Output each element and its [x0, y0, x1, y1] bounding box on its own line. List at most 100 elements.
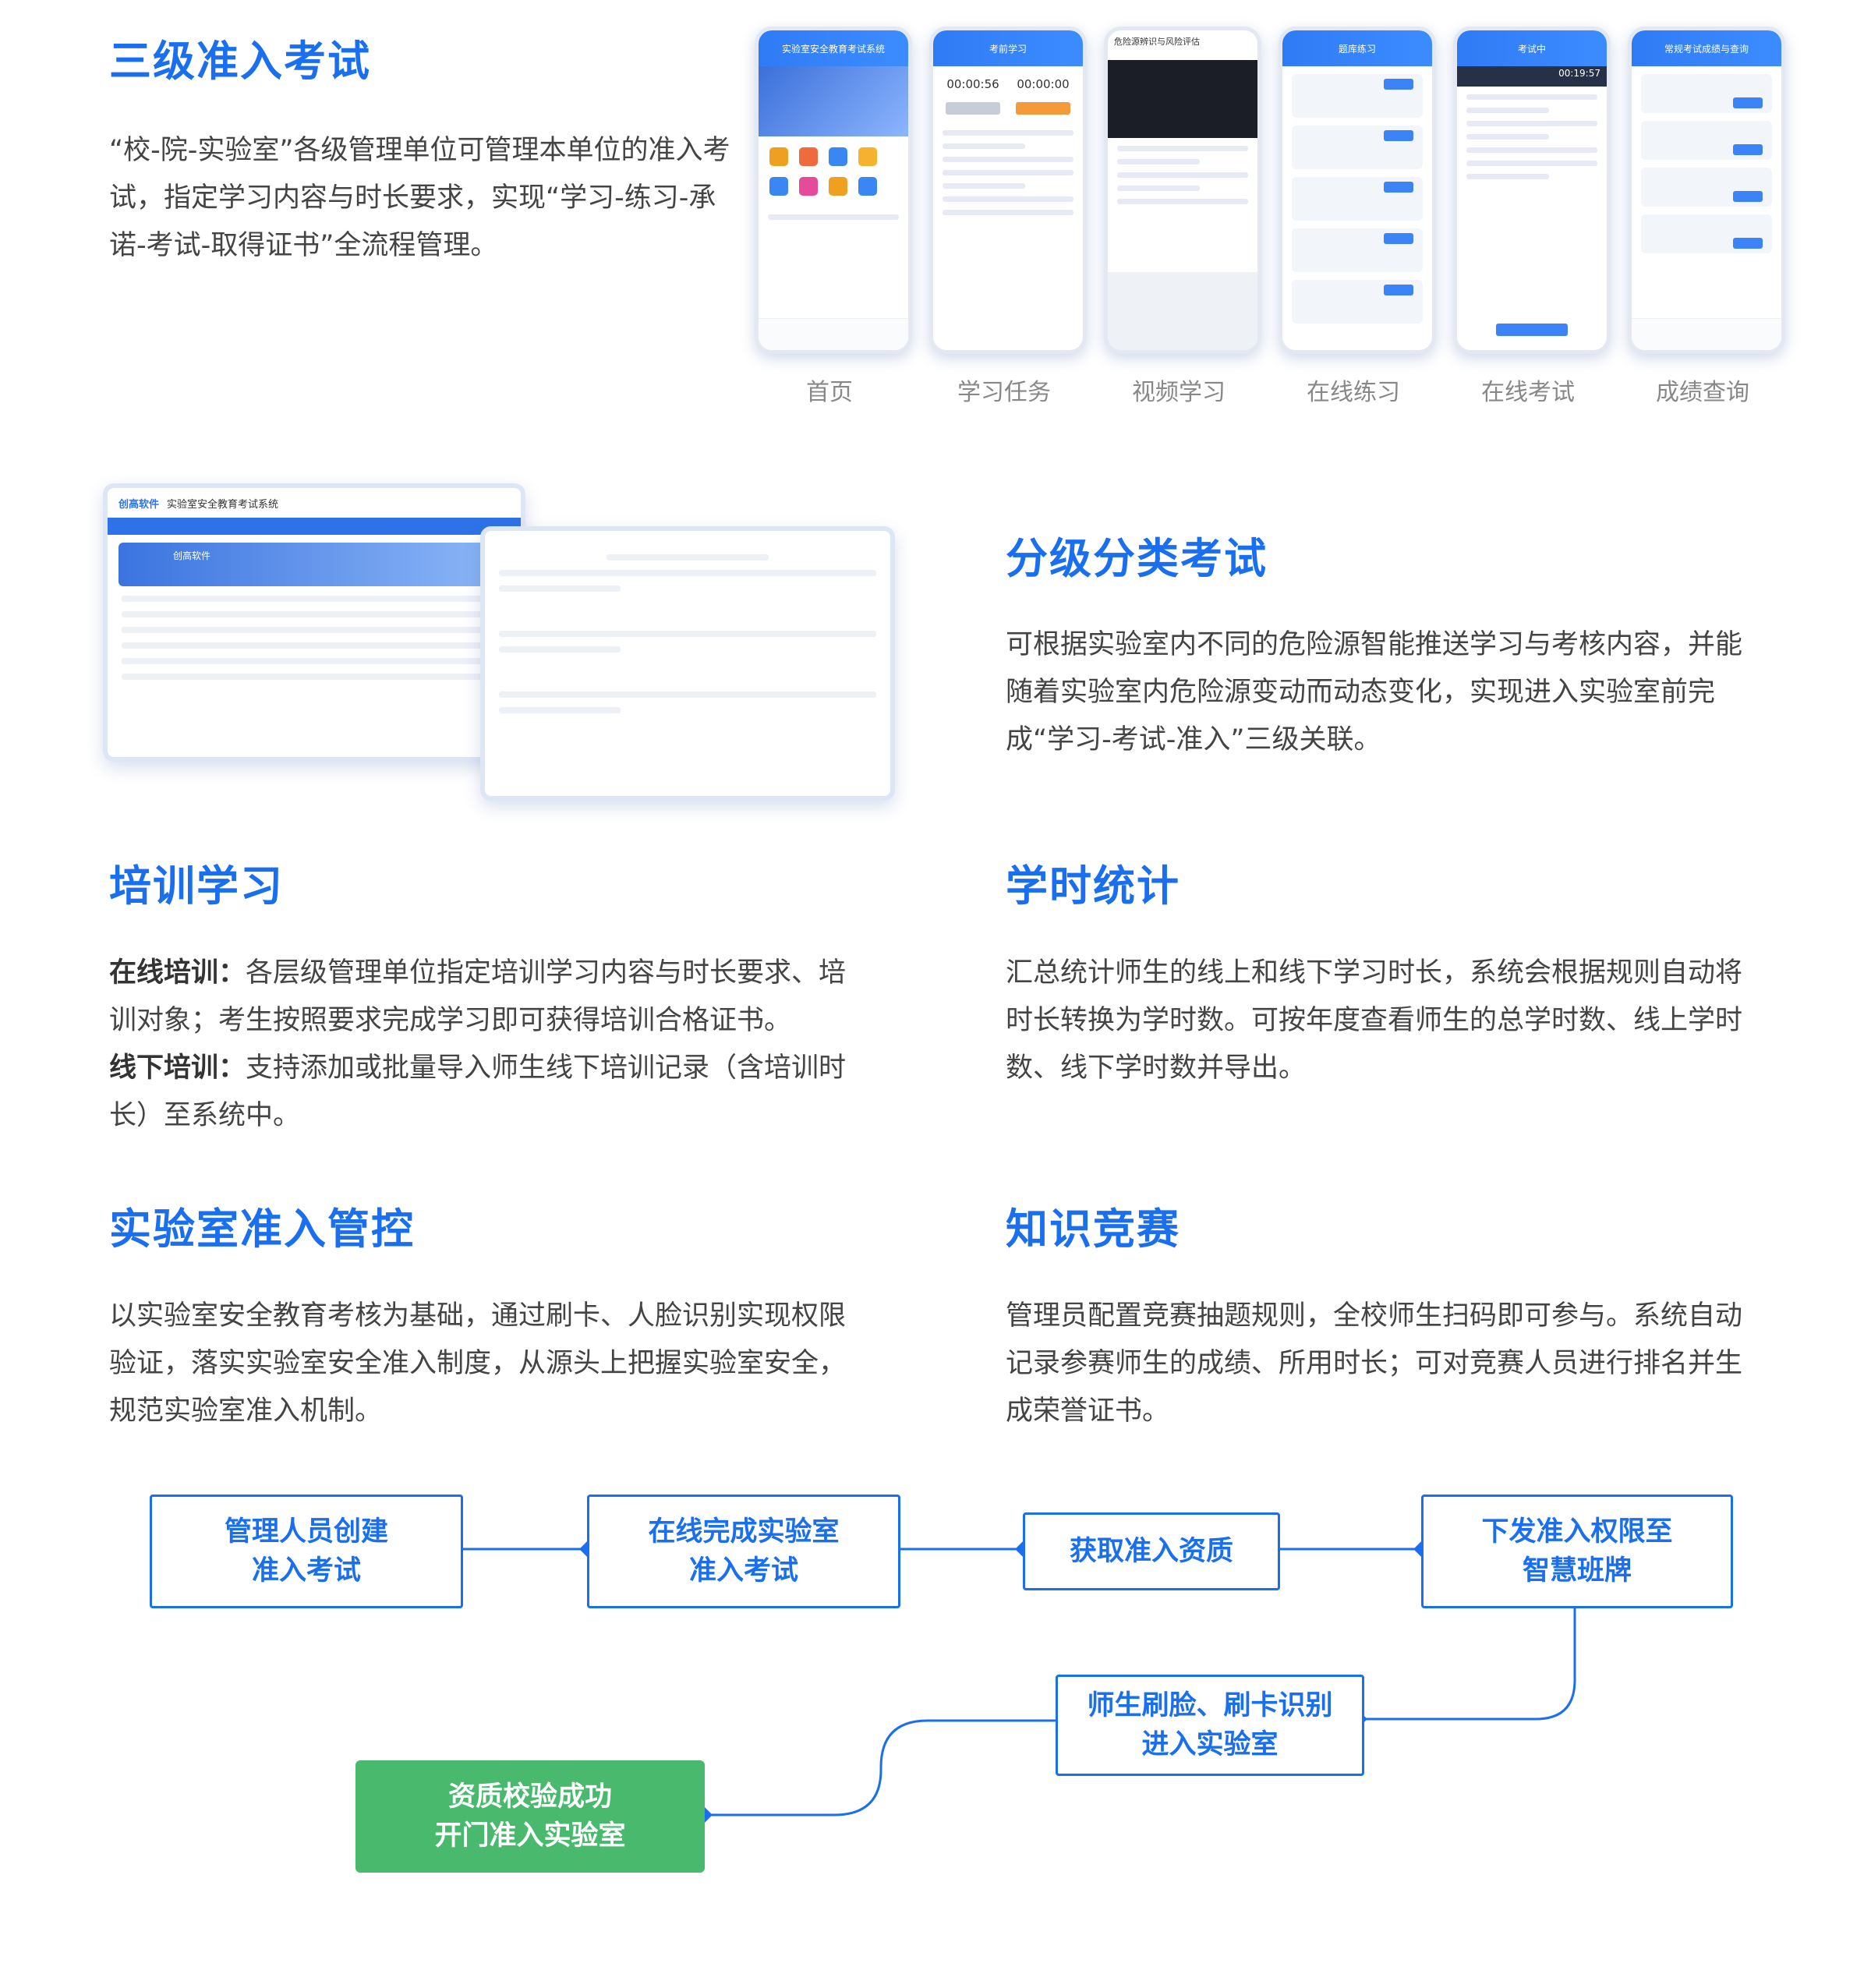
flow-step-door-open: 资质校验成功开门准入实验室 — [355, 1760, 705, 1873]
flow-step-text: 智慧班牌 — [1522, 1555, 1632, 1587]
flow-step-create-exam: 管理人员创建准入考试 — [150, 1495, 463, 1608]
placeholder-line — [768, 214, 899, 220]
placeholder-line — [122, 674, 507, 680]
score-card — [1641, 214, 1772, 253]
placeholder-line — [943, 210, 1073, 215]
flow-step-issue-permission: 下发准入权限至智慧班牌 — [1421, 1495, 1733, 1608]
section-title-contest: 知识竞赛 — [1006, 1204, 1180, 1254]
grid-icon — [769, 147, 788, 166]
flow-step-complete-exam: 在线完成实验室准入考试 — [587, 1495, 900, 1608]
timer-a: 00:00:56 — [946, 77, 999, 91]
placeholder-line — [943, 183, 1025, 189]
placeholder-line — [1466, 108, 1549, 113]
placeholder-line — [1466, 121, 1597, 126]
view-button[interactable] — [1733, 238, 1763, 249]
exam-timer: 00:19:57 — [1457, 66, 1607, 87]
phone-caption: 在线考试 — [1481, 379, 1575, 406]
phone-icon-grid — [759, 136, 908, 207]
view-button[interactable] — [1733, 144, 1763, 155]
placeholder-line — [499, 646, 621, 653]
timer-b: 00:00:00 — [1017, 77, 1070, 91]
phone-footer — [1108, 272, 1257, 350]
section-desc-exam: “校-院-实验室”各级管理单位可管理本单位的准入考试，指定学习内容与时长要求，实… — [109, 135, 730, 261]
profile-banner: 创高软件 — [118, 543, 510, 586]
placeholder-line — [1466, 94, 1597, 100]
phone-caption: 学习任务 — [957, 379, 1051, 406]
practice-card — [1292, 280, 1423, 324]
exam-button[interactable] — [1016, 102, 1070, 115]
desktop-window-admin: 创高软件 实验室安全教育考试系统 创高软件 — [103, 483, 525, 762]
flow-step-text: 下发准入权限至 — [1481, 1516, 1673, 1548]
grid-icon — [829, 177, 847, 196]
brand-logo: 创高软件 — [118, 498, 160, 511]
section-title-access: 实验室准入管控 — [109, 1204, 415, 1254]
placeholder-line — [122, 642, 507, 649]
practice-button[interactable] — [1384, 182, 1413, 193]
section-desc-training: 在线培训：各层级管理单位指定培训学习内容与时长要求、培训对象；考生按照要求完成学… — [109, 950, 850, 1140]
section-title-exam: 三级准入考试 — [109, 37, 371, 86]
phone-online-exam: 考试中 00:19:57 — [1453, 27, 1611, 354]
flow-step-text: 进入实验室 — [1141, 1729, 1279, 1760]
phone-header: 考试中 — [1457, 30, 1607, 66]
submit-button[interactable] — [1496, 324, 1568, 336]
phone-header: 常规考试成绩与查询 — [1632, 30, 1781, 66]
phone-score: 常规考试成绩与查询 — [1628, 27, 1785, 354]
placeholder-line — [1117, 159, 1200, 164]
grid-icon — [858, 147, 877, 166]
practice-button[interactable] — [1384, 79, 1413, 90]
practice-button[interactable] — [1384, 130, 1413, 141]
flow-step-text: 师生刷脸、刷卡识别 — [1087, 1690, 1333, 1721]
offline-training-text: 支持添加或批量导入师生线下培训记录（含培训时长）至系统中。 — [109, 1052, 847, 1131]
phone-video: 危险源辨识与风险评估 — [1104, 27, 1261, 354]
practice-card — [1292, 228, 1423, 272]
placeholder-line — [499, 707, 621, 713]
view-button[interactable] — [1733, 191, 1763, 202]
practice-button[interactable] — [1384, 285, 1413, 295]
flow-step-face-card-id: 师生刷脸、刷卡识别进入实验室 — [1056, 1675, 1364, 1776]
placeholder-line — [1466, 174, 1549, 179]
section-desc-hours: 汇总统计师生的线上和线下学习时长，系统会根据规则自动将时长转换为学时数。可按年度… — [1006, 957, 1743, 1084]
online-training-text: 各层级管理单位指定培训学习内容与时长要求、培训对象；考生按照要求完成学习即可获得… — [109, 957, 847, 1036]
study-button[interactable] — [946, 102, 1000, 115]
placeholder-line — [1117, 172, 1248, 178]
flow-step-text: 获取准入资质 — [1069, 1536, 1233, 1567]
placeholder-line — [122, 596, 507, 602]
placeholder-line — [943, 196, 1073, 202]
placeholder-line — [1466, 147, 1597, 153]
phone-study-task: 考前学习 00:00:56 00:00:00 — [929, 27, 1087, 354]
phone-home: 实验室安全教育考试系统 — [755, 27, 912, 354]
placeholder-line — [1117, 199, 1248, 204]
section-desc-contest: 管理员配置竞赛抽题规则，全校师生扫码即可参与。系统自动记录参赛师生的成绩、所用时… — [1006, 1300, 1743, 1427]
phone-tabbar — [1632, 318, 1781, 350]
flow-step-text: 在线完成实验室 — [648, 1516, 840, 1548]
section-title-training: 培训学习 — [109, 861, 284, 911]
score-card — [1641, 74, 1772, 113]
view-button[interactable] — [1733, 97, 1763, 108]
practice-card — [1292, 126, 1423, 169]
phone-banner — [759, 66, 908, 136]
phone-caption: 成绩查询 — [1656, 379, 1749, 406]
section-title-hours: 学时统计 — [1006, 861, 1180, 911]
practice-button[interactable] — [1384, 233, 1413, 244]
video-player[interactable] — [1108, 60, 1257, 138]
system-name: 实验室安全教育考试系统 — [167, 498, 279, 511]
placeholder-line — [1466, 134, 1549, 140]
flow-step-text: 准入考试 — [688, 1555, 798, 1587]
placeholder-line — [499, 631, 876, 637]
flow-step-text: 资质校验成功 — [447, 1781, 612, 1813]
phone-header: 考前学习 — [933, 30, 1083, 66]
practice-card — [1292, 74, 1423, 118]
grid-icon — [858, 177, 877, 196]
placeholder-line — [499, 692, 876, 698]
placeholder-line — [943, 143, 1025, 149]
placeholder-line — [1117, 146, 1248, 151]
phone-header: 实验室安全教育考试系统 — [759, 30, 908, 66]
phone-header: 危险源辨识与风险评估 — [1114, 37, 1200, 47]
section-title-graded: 分级分类考试 — [1006, 534, 1268, 583]
placeholder-line — [943, 170, 1073, 175]
phone-caption: 在线练习 — [1307, 379, 1400, 406]
flow-step-text: 准入考试 — [251, 1555, 361, 1587]
placeholder-line — [499, 570, 876, 576]
score-card — [1641, 121, 1772, 160]
